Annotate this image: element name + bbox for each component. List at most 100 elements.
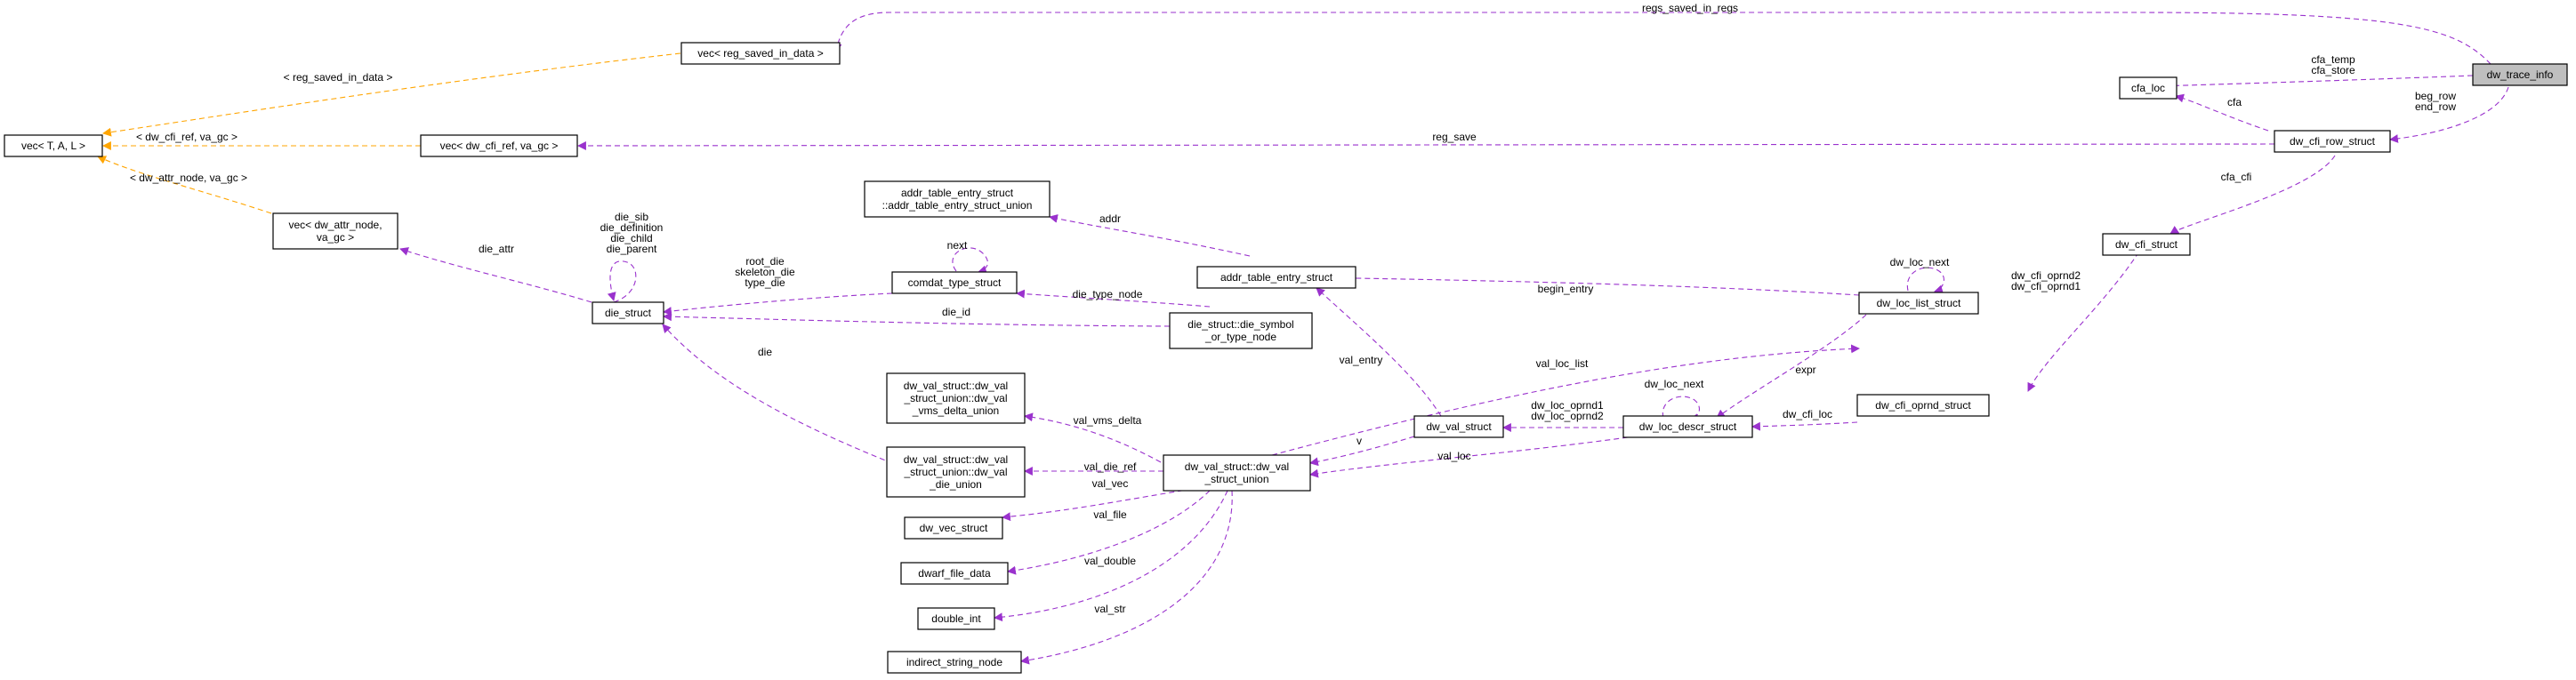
- node-label: dw_val_struct::dw_val: [904, 453, 1008, 466]
- node-addr-table-entry-union[interactable]: addr_table_entry_struct::addr_table_entr…: [864, 180, 1051, 218]
- label-expr: expr: [1795, 364, 1815, 376]
- edge-label-line: begin_entry: [1538, 283, 1594, 295]
- node-vec-dw-attr-node[interactable]: vec< dw_attr_node,va_gc >: [272, 212, 398, 250]
- label-reg-save: reg_save: [1432, 131, 1477, 143]
- edge-label-line: < dw_attr_node, va_gc >: [130, 172, 247, 184]
- edge-dw-cfi-oprnd: [2027, 244, 2145, 392]
- edge-val-loc-list: [1271, 344, 1860, 456]
- node-box: [2102, 233, 2191, 256]
- node-dw-vec-struct[interactable]: dw_vec_struct: [904, 516, 1003, 540]
- edge-label-line: cfa_cfi: [2221, 171, 2252, 183]
- node-die-struct[interactable]: die_struct: [592, 301, 664, 324]
- node-label: die_struct: [605, 307, 652, 319]
- edge-cfa-cfi: [2169, 155, 2336, 235]
- edge-val-loc: [1309, 436, 1629, 478]
- node-box: [864, 180, 1051, 218]
- node-box: [886, 372, 1026, 424]
- edge-label-line: die_type_node: [1073, 288, 1143, 300]
- edge-die-self: [607, 260, 637, 303]
- edge-label-line: die_parent: [607, 243, 657, 255]
- node-vec-dw-cfi-ref[interactable]: vec< dw_cfi_ref, va_gc >: [420, 134, 578, 157]
- node-label: _struct_union: [1203, 473, 1268, 485]
- edge-dw-attr-node-va-gc: [97, 156, 272, 214]
- edge-label-line: regs_saved_in_regs: [1642, 2, 1738, 14]
- node-label: dw_cfi_oprnd_struct: [1875, 399, 1971, 412]
- node-indirect-string-node[interactable]: indirect_string_node: [887, 651, 1022, 674]
- edge-val-str: [1020, 490, 1233, 665]
- node-addr-table-entry-struct[interactable]: addr_table_entry_struct: [1196, 266, 1356, 289]
- node-box: [1858, 292, 1979, 315]
- edge-label-line: val_loc: [1437, 450, 1470, 462]
- node-die-union[interactable]: dw_val_struct::dw_val_struct_union::dw_v…: [886, 446, 1026, 498]
- node-dw-cfi-row-struct[interactable]: dw_cfi_row_struct: [2274, 130, 2391, 153]
- edge-label-line: cfa_store: [2311, 64, 2355, 76]
- edge-root-skel-type: [663, 292, 893, 316]
- node-die-symbol-or-type-node[interactable]: die_struct::die_symbol_or_type_node: [1169, 312, 1313, 349]
- label-dw-loc-next-list: dw_loc_next: [1890, 256, 1950, 268]
- node-box: [1169, 312, 1313, 349]
- label-val-vec: val_vec: [1092, 477, 1129, 490]
- edge-label-line: die_attr: [479, 243, 514, 255]
- edge-label-line: < dw_cfi_ref, va_gc >: [136, 131, 237, 143]
- node-box: [904, 516, 1003, 540]
- label-addr: addr: [1099, 212, 1121, 225]
- edge-label-line: val_double: [1084, 555, 1136, 567]
- edge-expr: [1716, 314, 1867, 419]
- node-dw-val-struct-union[interactable]: dw_val_struct::dw_val_struct_union: [1163, 454, 1311, 492]
- node-dw-cfi-struct[interactable]: dw_cfi_struct: [2102, 233, 2191, 256]
- node-comdat-type-struct[interactable]: comdat_type_struct: [891, 271, 1018, 294]
- edge-label-line: dw_cfi_loc: [1783, 408, 1832, 420]
- node-label: _struct_union::dw_val: [903, 392, 1007, 404]
- node-cfa-loc[interactable]: cfa_loc: [2119, 76, 2178, 100]
- edge-label-line: cfa: [2227, 96, 2242, 108]
- node-dw-val-struct[interactable]: dw_val_struct: [1413, 415, 1504, 438]
- node-double-int[interactable]: double_int: [917, 607, 995, 630]
- edge-beg-end-row: [2389, 86, 2509, 143]
- edge-label-line: die_definition: [600, 221, 664, 234]
- label-val-double: val_double: [1084, 555, 1136, 567]
- edge-label-line: beg_row: [2415, 90, 2456, 102]
- label-dw-attr-node-va-gc: < dw_attr_node, va_gc >: [130, 172, 247, 184]
- node-label: vec< T, A, L >: [21, 140, 85, 152]
- node-label: va_gc >: [317, 231, 354, 244]
- edge-label-line: dw_cfi_oprnd1: [2011, 280, 2081, 292]
- label-val-loc-list: val_loc_list: [1536, 357, 1589, 370]
- node-vec-reg-saved-in-data[interactable]: vec< reg_saved_in_data >: [680, 42, 841, 65]
- node-dw-loc-list-struct[interactable]: dw_loc_list_struct: [1858, 292, 1979, 315]
- node-box: [4, 134, 103, 157]
- node-label: dw_val_struct::dw_val: [1185, 460, 1289, 473]
- edge-label-line: root_die: [745, 255, 785, 268]
- edge-label-line: val_vms_delta: [1074, 414, 1142, 427]
- node-label: indirect_string_node: [906, 656, 1002, 668]
- node-dw-loc-descr-struct[interactable]: dw_loc_descr_struct: [1622, 415, 1753, 438]
- node-vms-delta-union[interactable]: dw_val_struct::dw_val_struct_union::dw_v…: [886, 372, 1026, 424]
- node-dw-cfi-oprnd-struct[interactable]: dw_cfi_oprnd_struct: [1856, 394, 1990, 417]
- edge-begin-entry: [1302, 273, 1860, 296]
- node-label: dw_loc_descr_struct: [1639, 420, 1737, 433]
- node-vec-t-a-l[interactable]: vec< T, A, L >: [4, 134, 103, 157]
- edge-die-id: [663, 312, 1171, 327]
- edge-label-line: die_sib: [615, 211, 648, 223]
- edge-label-line: die_id: [942, 306, 970, 318]
- edge-val-file: [1007, 490, 1211, 575]
- node-label: ::addr_table_entry_struct_union: [882, 199, 1033, 212]
- label-reg-saved-in-data: < reg_saved_in_data >: [284, 71, 393, 84]
- node-box: [272, 212, 398, 250]
- node-label: addr_table_entry_struct: [1220, 271, 1333, 284]
- node-box: [917, 607, 995, 630]
- node-dwarf-file-data[interactable]: dwarf_file_data: [900, 562, 1009, 585]
- edge-label-line: < reg_saved_in_data >: [284, 71, 393, 84]
- label-val-die-ref: val_die_ref: [1084, 460, 1137, 473]
- node-box: [887, 651, 1022, 674]
- node-label: _die_union: [929, 478, 982, 491]
- label-val-vms-delta: val_vms_delta: [1074, 414, 1142, 427]
- node-dw-trace-info[interactable]: dw_trace_info: [2472, 63, 2568, 86]
- edge-label-line: skeleton_die: [735, 266, 795, 278]
- node-box: [2472, 63, 2568, 86]
- label-dw-cfi-ref-va-gc: < dw_cfi_ref, va_gc >: [136, 131, 237, 143]
